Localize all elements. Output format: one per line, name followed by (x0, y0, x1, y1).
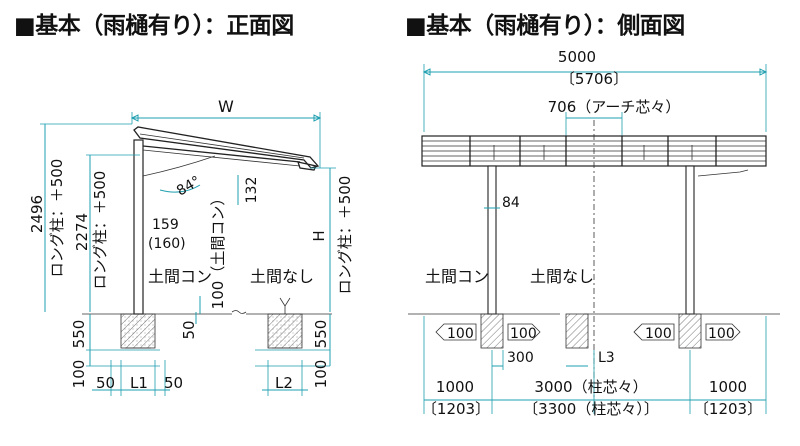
label-2274: 2274 (73, 213, 91, 251)
side-footing-left (480, 313, 504, 349)
label-angle: 84° (174, 173, 204, 199)
label-side-100-c: 100 (645, 326, 672, 342)
label-160: (160) (148, 236, 186, 252)
label-100-doma-con: 100（土間コン） (209, 191, 227, 310)
label-front-50-left: 50 (96, 374, 115, 392)
label-300: 300 (507, 350, 534, 366)
front-roof (133, 126, 320, 169)
label-arch: 706（アーチ芯々） (548, 98, 681, 116)
side-post-right (685, 165, 695, 315)
front-post (133, 139, 144, 315)
label-side-100-d: 100 (708, 326, 735, 342)
side-arrow-right2 (705, 323, 741, 341)
label-long-pillar-left: ロング柱：＋500 (48, 159, 66, 278)
label-front-doma-con: 土間コン (148, 267, 212, 286)
label-1000-left: 1000 (436, 378, 474, 396)
label-132: 132 (244, 177, 260, 204)
side-arrow-right1 (507, 323, 541, 341)
label-3000: 3000（柱芯々） (534, 378, 647, 396)
angle-arc (159, 184, 201, 193)
label-159: 159 (152, 217, 179, 233)
label-L1: L1 (130, 374, 148, 392)
label-L2: L2 (275, 374, 293, 392)
label-front-550-left: 550 (70, 320, 88, 349)
front-roof-inner (139, 133, 305, 159)
label-front-100-right: 100 (312, 360, 330, 389)
side-arrow-left2 (633, 323, 675, 341)
label-H: H (310, 230, 328, 241)
side-gutter (697, 169, 749, 177)
label-long-pillar-right: ロング柱：＋500 (336, 176, 354, 295)
front-view-title: ■基本（雨樋有り）：正面図 (14, 13, 294, 39)
label-L3: L3 (598, 350, 615, 366)
front-beam-lower (142, 149, 301, 167)
label-front-50-right: 50 (164, 374, 183, 392)
front-ground-break (231, 310, 247, 314)
front-view (40, 112, 336, 396)
label-long-pillar-left2: ロング柱：＋500 (91, 171, 109, 290)
label-2496: 2496 (28, 195, 46, 233)
label-front-550-right: 550 (312, 320, 330, 349)
label-front-50-mid: 50 (180, 320, 198, 339)
label-1000-right: 1000 (709, 378, 747, 396)
label-front-doma-nashi: 土間なし (250, 267, 314, 286)
front-post-marker (279, 297, 291, 314)
label-1203-right: 〔1203〕 (694, 400, 762, 418)
front-arm (142, 155, 216, 177)
front-gutter (297, 161, 317, 171)
side-arrow-left1 (435, 323, 477, 341)
label-5000: 5000 (558, 48, 596, 66)
label-1203-left: 〔1203〕 (422, 400, 490, 418)
label-3300: 〔3300（柱芯々）〕 (523, 400, 659, 418)
label-side-100-a: 100 (447, 326, 474, 342)
front-beam (142, 145, 301, 163)
side-view (408, 64, 780, 414)
side-view-title: ■基本（雨樋有り）：側面図 (405, 13, 685, 39)
side-footing-mid (565, 313, 589, 349)
label-side-doma-nashi: 土間なし (530, 267, 594, 286)
label-84: 84 (502, 195, 520, 211)
label-side-doma-con: 土間コン (425, 267, 489, 286)
label-side-100-b: 100 (510, 326, 537, 342)
label-W: W (218, 97, 234, 116)
label-front-100-left: 100 (70, 360, 88, 389)
side-footing-right (678, 313, 702, 349)
label-5706: 〔5706〕 (560, 70, 628, 88)
side-post-left (487, 165, 497, 315)
